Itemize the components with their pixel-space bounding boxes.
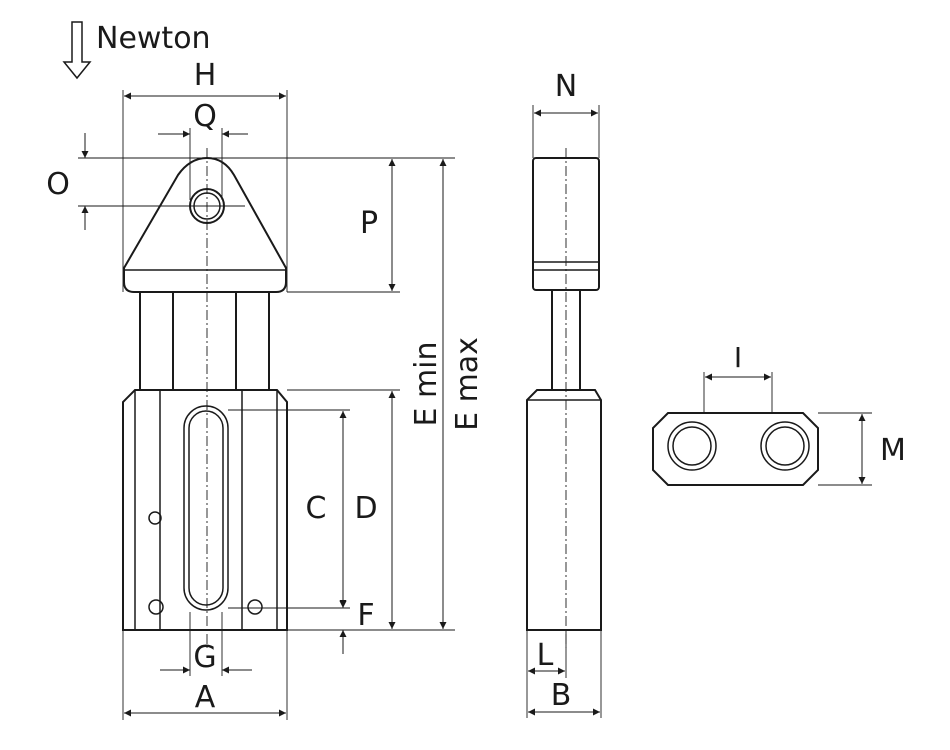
dim-label-D: D	[354, 491, 377, 526]
force-label: Newton	[96, 21, 211, 56]
force-arrow-icon	[62, 21, 92, 80]
plate-hole-left-outer	[667, 421, 717, 471]
plate-hole-right-inner	[765, 426, 805, 466]
clevis-head	[123, 156, 287, 293]
dim-label-B: B	[551, 678, 572, 713]
side-view	[526, 148, 602, 648]
dim-label-Q: Q	[193, 99, 217, 134]
mount-hole-right	[247, 599, 263, 615]
dim-label-E-min: E min	[409, 341, 444, 426]
body-slot-outer	[183, 405, 229, 611]
dim-label-M: M	[880, 433, 906, 468]
side-dimensions: N L B	[526, 69, 602, 718]
rod-right	[235, 289, 270, 391]
dim-label-F: F	[357, 598, 374, 633]
dim-label-C: C	[306, 491, 327, 526]
dim-label-H: H	[194, 58, 217, 93]
plate-hole-left-inner	[672, 426, 712, 466]
plate-hole-right-outer	[760, 421, 810, 471]
dim-label-I: I	[734, 341, 742, 374]
mount-hole-left	[148, 599, 164, 615]
dim-label-N: N	[555, 69, 577, 104]
dim-label-P: P	[360, 206, 378, 241]
front-view	[122, 148, 288, 648]
cylinder-body	[122, 389, 288, 631]
rod-left	[139, 289, 174, 391]
dim-label-L: L	[537, 638, 554, 673]
mounting-plate	[652, 412, 819, 486]
mount-hole-top	[148, 511, 162, 525]
dim-label-G: G	[193, 640, 216, 675]
dim-label-E-max: E max	[450, 337, 485, 431]
body-slot-inner	[188, 410, 224, 606]
front-dimensions: H Q O P E min E max C D F	[46, 58, 485, 720]
mounting-plate-view: I M	[652, 341, 906, 486]
dim-label-A: A	[195, 680, 216, 715]
force-indicator: Newton	[62, 21, 211, 80]
dim-label-O: O	[46, 167, 70, 202]
side-body	[526, 389, 602, 631]
